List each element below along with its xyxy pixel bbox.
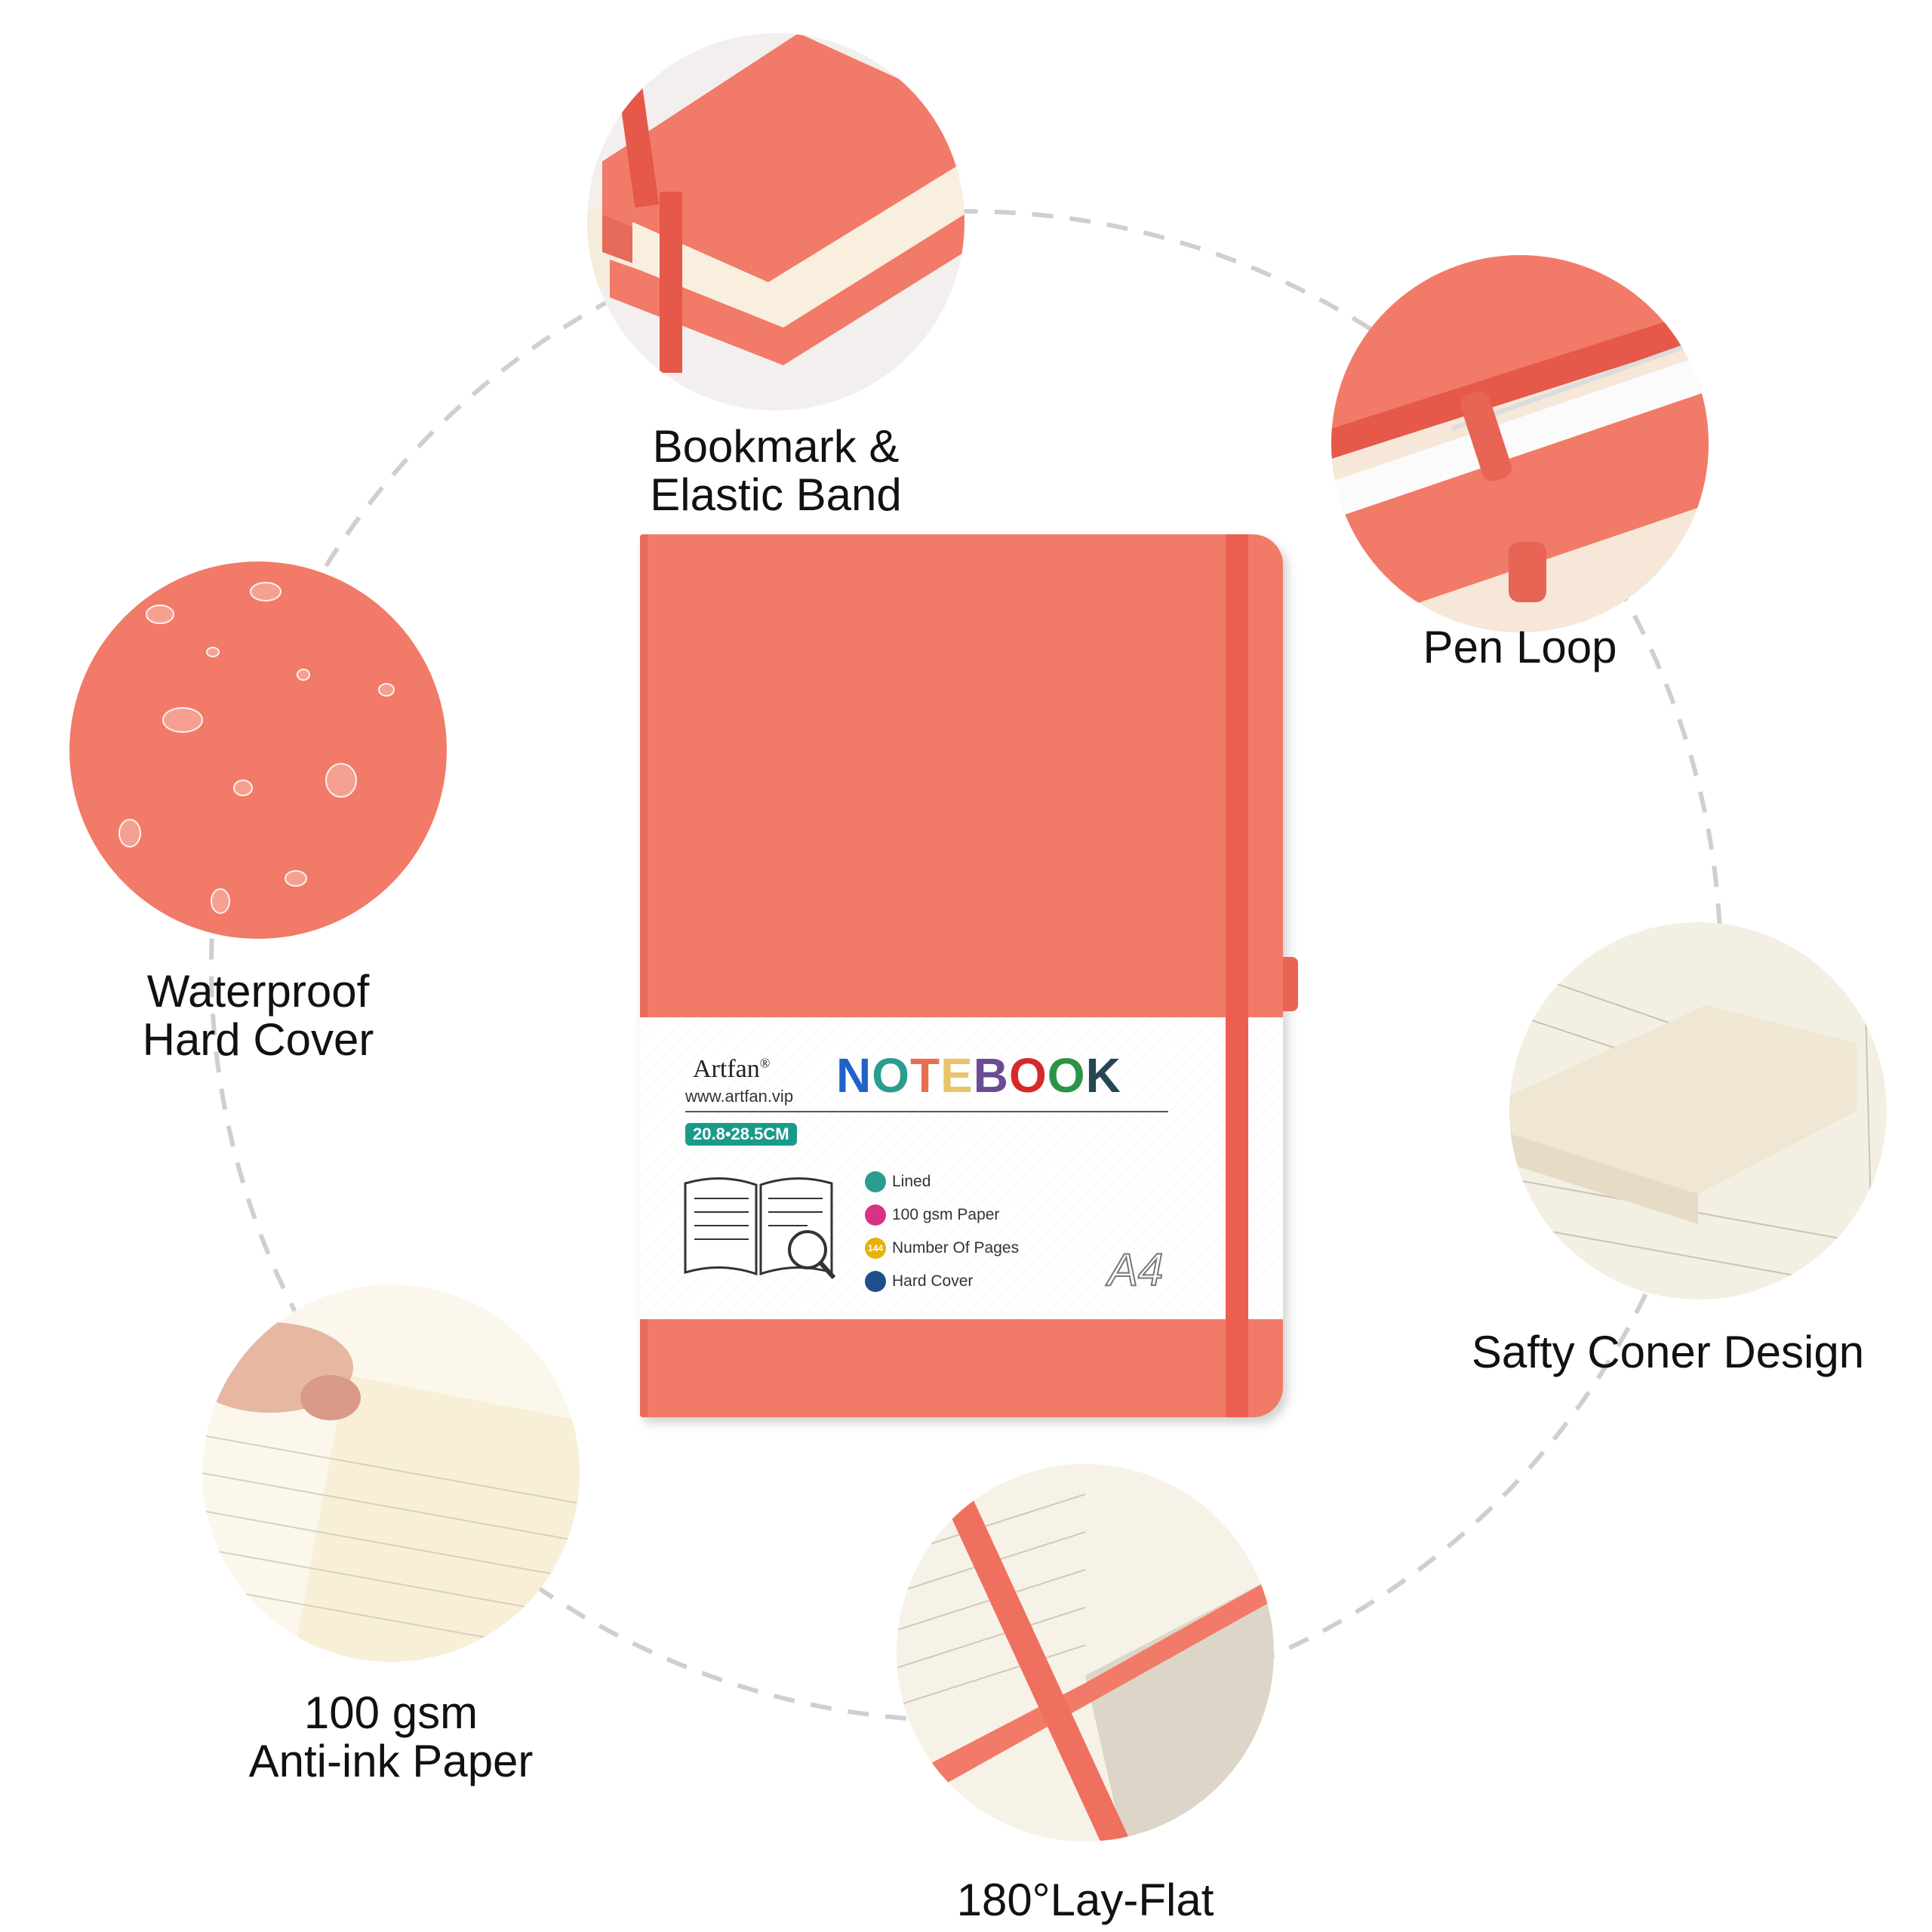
caption-line: 100 gsm — [303, 1687, 478, 1738]
format-label: A4 — [1107, 1244, 1164, 1296]
label-rule — [685, 1111, 1168, 1112]
spec-label: Number Of Pages — [892, 1239, 1020, 1257]
caption-line: Waterproof — [146, 966, 370, 1017]
brand-text: Artfan — [693, 1055, 760, 1083]
notebook-title: NOTEBOOK — [836, 1048, 1121, 1103]
title-letter: E — [940, 1048, 974, 1103]
caption-line: Hard Cover — [142, 1014, 374, 1065]
title-letter: B — [973, 1048, 1009, 1103]
caption-bookmark: Bookmark & Elastic Band — [625, 423, 927, 519]
cover-label: Artfan® www.artfan.vip NOTEBOOK 20.8•28.… — [640, 1017, 1283, 1319]
caption-line: Elastic Band — [650, 469, 902, 520]
title-letter: K — [1085, 1048, 1121, 1103]
spec-pages: 144 Number Of Pages — [865, 1232, 1019, 1265]
caption-line: 180°Lay-Flat — [956, 1875, 1214, 1925]
pen-loop-tab — [1283, 957, 1298, 1011]
caption-line: Safty Coner Design — [1471, 1327, 1865, 1377]
caption-line: Anti-ink Paper — [248, 1736, 534, 1786]
spec-hard-cover: Hard Cover — [865, 1265, 1019, 1298]
caption-line: Bookmark & — [652, 421, 900, 472]
title-letter: T — [910, 1048, 941, 1103]
spec-paper: 100 gsm Paper — [865, 1198, 1019, 1232]
spec-lined: Lined — [865, 1165, 1019, 1198]
spec-label: Lined — [892, 1173, 931, 1190]
registered-mark: ® — [759, 1055, 771, 1071]
paper-icon — [865, 1204, 886, 1226]
spec-label: Hard Cover — [892, 1272, 974, 1290]
notebook-spine — [640, 534, 648, 1417]
caption-paper: 100 gsm Anti-ink Paper — [240, 1689, 542, 1786]
open-book-icon — [684, 1177, 836, 1280]
waterproof-cover-photo — [69, 561, 447, 939]
elastic-band — [1226, 534, 1248, 1417]
title-letter: N — [836, 1048, 872, 1103]
safety-corner-photo — [1509, 922, 1887, 1300]
lay-flat-photo — [897, 1464, 1274, 1841]
anti-ink-paper-photo — [202, 1284, 580, 1662]
spec-list: Lined 100 gsm Paper 144 Number Of Pages … — [865, 1165, 1019, 1298]
caption-waterproof: Waterproof Hard Cover — [107, 968, 409, 1064]
pen-loop-photo — [1331, 255, 1709, 632]
hard-cover-icon — [865, 1271, 886, 1292]
pages-count-icon: 144 — [865, 1238, 886, 1259]
title-letter: O — [1047, 1048, 1086, 1103]
caption-line: Pen Loop — [1423, 622, 1617, 672]
size-badge: 20.8•28.5CM — [685, 1123, 797, 1146]
caption-corner: Safty Coner Design — [1434, 1328, 1902, 1377]
notebook-cover: Artfan® www.artfan.vip NOTEBOOK 20.8•28.… — [640, 534, 1298, 1417]
brand-website: www.artfan.vip — [685, 1087, 794, 1106]
title-letter: O — [872, 1048, 910, 1103]
bookmark-band-photo — [587, 33, 964, 411]
caption-layflat: 180°Lay-Flat — [934, 1876, 1236, 1924]
lines-icon — [865, 1171, 886, 1192]
title-letter: O — [1009, 1048, 1048, 1103]
caption-pen-loop: Pen Loop — [1369, 623, 1671, 672]
brand-name: Artfan® — [693, 1055, 770, 1084]
spec-label: 100 gsm Paper — [892, 1206, 1000, 1223]
